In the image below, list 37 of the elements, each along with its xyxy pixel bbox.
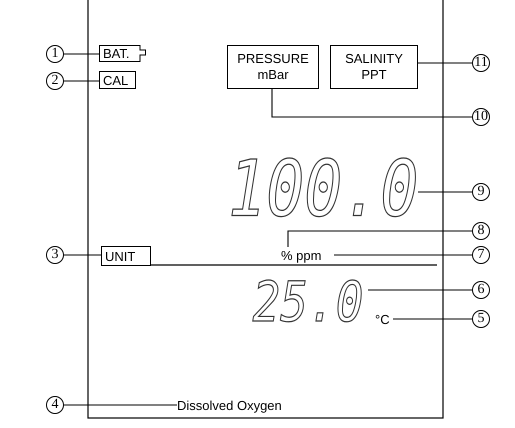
leader-line [418, 62, 472, 64]
indicator-panel [227, 45, 319, 89]
indicator-label: UNIT [101, 246, 151, 266]
leader-line [287, 230, 472, 247]
leader-line [64, 80, 99, 82]
display-text: % ppm [281, 247, 334, 263]
battery-indicator [99, 45, 146, 62]
measurement-name: SALINITY [345, 51, 403, 67]
leader-line [64, 404, 177, 406]
callout-number: 4 [46, 396, 64, 414]
unit-text: PPT [361, 67, 387, 83]
segment-digits: 100.0 [228, 152, 418, 226]
indicator-label: CAL [99, 71, 136, 89]
callout-number: 8 [472, 222, 490, 240]
leader-line [368, 289, 472, 291]
unit-text: mBar [257, 67, 289, 83]
leader-line [64, 53, 99, 55]
callout-number: 10 [472, 108, 490, 126]
leader-line [271, 89, 472, 118]
indicator-text: BAT. [103, 46, 130, 61]
callout-number: 1 [46, 45, 64, 63]
leader-line [334, 254, 472, 256]
leader-line [418, 191, 472, 193]
callout-number: 2 [46, 72, 64, 90]
display-text: °C [375, 311, 393, 327]
indicator-panel [330, 45, 418, 89]
callout-number: 11 [472, 54, 490, 72]
callout-number: 9 [472, 183, 490, 201]
callout-number: 6 [472, 281, 490, 299]
callout-number: 7 [472, 246, 490, 264]
leader-line [393, 318, 472, 320]
display-text: Dissolved Oxygen [177, 397, 317, 413]
callout-number: 3 [46, 246, 64, 264]
callout-number: 5 [472, 310, 490, 328]
measurement-name: PRESSURE [237, 51, 309, 67]
leader-line [64, 254, 101, 256]
segment-digits: 25.0 [248, 275, 368, 329]
